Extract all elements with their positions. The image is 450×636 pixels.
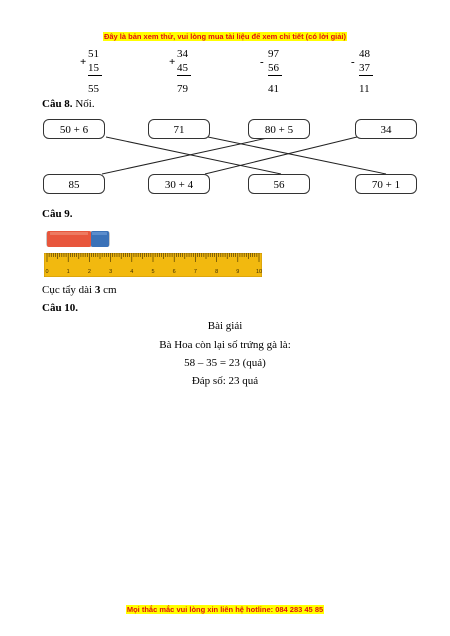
answer-prefix: Cục tẩy dài: [42, 284, 95, 296]
preview-banner-text: Đây là bản xem thử, vui lòng mua tài liệ…: [102, 32, 348, 41]
question-8-heading: Câu 8. Nối.: [42, 98, 95, 110]
match-box-top-3: 80 + 5: [248, 119, 310, 139]
question-10-heading: Câu 10.: [42, 302, 78, 314]
question-9-label: Câu 9.: [42, 208, 73, 220]
calculation-4: - 48 37 11: [351, 47, 389, 96]
solution-title: Bài giải: [207, 320, 243, 332]
ruler-number: 5: [151, 269, 154, 275]
calculation-3: - 97 56 41: [260, 47, 298, 96]
solution-line-3: Đáp số: 23 quả: [191, 375, 259, 387]
operand-a: 97: [268, 48, 279, 60]
ruler-number: 2: [88, 269, 91, 275]
operand-a: 51: [88, 48, 99, 60]
question-8-label: Câu 8.: [42, 98, 73, 110]
match-line-71-70plus1: [207, 136, 387, 175]
match-line-50plus6-56: [105, 136, 282, 175]
ruler-number: 4: [130, 269, 133, 275]
ruler: 0 1 2 3 4 5 6 7 8 9 10: [43, 252, 263, 282]
answer-suffix: cm: [100, 284, 117, 296]
calculation-1: + 51 15 55: [80, 47, 118, 96]
calculation-2: + 34 45 79: [169, 47, 207, 96]
match-box-top-1: 50 + 6: [43, 119, 105, 139]
solution-line-1: Bà Hoa còn lại số trứng gà là:: [159, 339, 291, 351]
hotline-banner: Mọi thắc mắc vui lòng xin liên hệ hotlin…: [0, 599, 450, 617]
question-9-answer: Cục tẩy dài 3 cm: [42, 284, 117, 296]
match-line-34-30plus4: [204, 136, 358, 175]
operand-a: 48: [359, 48, 370, 60]
operand-b: 56: [268, 61, 282, 76]
match-box-bottom-2: 30 + 4: [148, 174, 210, 194]
ruler-number: 3: [109, 269, 112, 275]
match-box-top-2: 71: [148, 119, 210, 139]
match-box-bottom-3: 56: [248, 174, 310, 194]
solution-line-2: 58 – 35 = 23 (quả): [184, 357, 266, 369]
question-10-label: Câu 10.: [42, 302, 79, 314]
match-line-80plus5-85: [101, 136, 273, 175]
operator-sign: +: [80, 56, 87, 68]
preview-banner: Đây là bản xem thử, vui lòng mua tài liệ…: [0, 26, 450, 44]
answer-value: 3: [94, 284, 101, 296]
ruler-number: 8: [215, 269, 218, 275]
hotline-banner-text: Mọi thắc mắc vui lòng xin liên hệ hotlin…: [125, 605, 325, 614]
ruler-number: 7: [194, 269, 197, 275]
operand-b: 37: [359, 61, 373, 76]
ruler-number: 0: [45, 269, 48, 275]
match-box-top-4: 34: [355, 119, 417, 139]
question-8-instruction: Nối.: [75, 98, 95, 110]
result: 55: [88, 83, 99, 95]
match-box-bottom-1: 85: [43, 174, 105, 194]
ruler-number: 10: [256, 269, 262, 275]
operand-a: 34: [177, 48, 188, 60]
operator-sign: -: [260, 56, 264, 68]
question-9-heading: Câu 9.: [42, 208, 73, 220]
ruler-graphic: 0 1 2 3 4 5 6 7 8 9 10: [43, 252, 263, 278]
operator-sign: -: [351, 56, 355, 68]
operator-sign: +: [169, 56, 176, 68]
result: 11: [359, 83, 370, 95]
ruler-number: 1: [67, 269, 70, 275]
result: 79: [177, 83, 188, 95]
eraser-image: [46, 231, 110, 247]
match-box-bottom-4: 70 + 1: [355, 174, 417, 194]
ruler-number: 6: [173, 269, 176, 275]
operand-b: 45: [177, 61, 191, 76]
operand-b: 15: [88, 61, 102, 76]
ruler-number: 9: [236, 269, 239, 275]
result: 41: [268, 83, 279, 95]
